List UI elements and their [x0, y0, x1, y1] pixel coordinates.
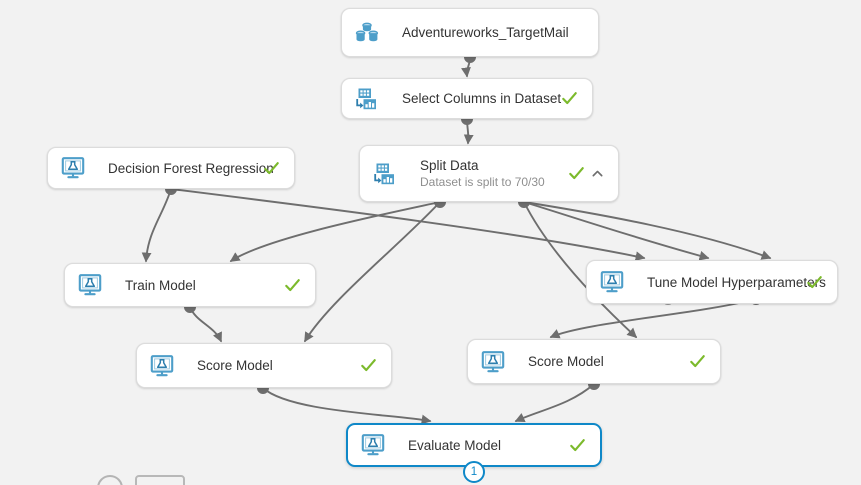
node-status-area	[360, 357, 377, 374]
edge-decision-forest-to-train-model[interactable]	[141, 188, 172, 263]
data-transform-icon	[372, 161, 409, 187]
node-status-area	[284, 277, 301, 294]
node-evaluate-model[interactable]: Evaluate Model	[346, 423, 602, 467]
node-title: Decision Forest Regression	[108, 160, 274, 176]
edge-score-left-to-evaluate[interactable]	[262, 387, 432, 425]
edge-split-1-to-train-model[interactable]	[229, 201, 441, 262]
node-title: Train Model	[125, 277, 196, 293]
edge-train-model-to-score-left[interactable]	[189, 306, 222, 343]
check-icon	[360, 357, 377, 374]
edge-select-columns-to-split-data[interactable]	[463, 118, 474, 145]
data-transform-icon	[354, 86, 391, 112]
node-labels: Decision Forest Regression	[108, 160, 274, 177]
model-flask-icon	[599, 269, 636, 295]
node-labels: Evaluate Model	[408, 437, 559, 454]
check-icon	[561, 90, 578, 107]
edge-split-2-to-tune-model-b[interactable]	[523, 201, 772, 260]
node-status-area	[263, 160, 280, 177]
node-title: Evaluate Model	[408, 437, 502, 453]
check-icon	[568, 165, 585, 182]
edge-split-1-to-score-left[interactable]	[304, 201, 441, 343]
model-flask-icon	[360, 432, 397, 458]
dataset-cylinders-icon	[354, 20, 391, 46]
node-train-model[interactable]: Train Model	[64, 263, 316, 307]
model-flask-icon	[480, 349, 517, 375]
node-labels: Tune Model Hyperparameters	[647, 274, 826, 291]
edge-score-right-to-evaluate[interactable]	[514, 383, 595, 422]
check-icon	[284, 277, 301, 294]
node-labels: Score Model	[197, 357, 350, 374]
node-adventureworks-targetmail[interactable]: Adventureworks_TargetMail	[341, 8, 599, 57]
node-title: Split Data	[420, 158, 479, 173]
node-labels: Adventureworks_TargetMail	[402, 24, 574, 41]
node-status-area	[569, 437, 586, 454]
edge-dataset-to-select-columns[interactable]	[461, 56, 471, 78]
node-subtitle: Dataset is split to 70/30	[420, 175, 545, 189]
node-title: Select Columns in Dataset	[402, 91, 562, 106]
model-flask-icon	[149, 353, 186, 379]
node-status-area	[561, 90, 578, 107]
node-labels: Select Columns in Dataset	[402, 90, 562, 107]
node-select-columns-in-dataset[interactable]: Select Columns in Dataset	[341, 78, 593, 119]
model-flask-icon	[60, 155, 97, 181]
node-decision-forest-regression[interactable]: Decision Forest Regression	[47, 147, 295, 189]
node-labels: Score Model	[528, 353, 679, 370]
edge-tune-model-to-score-right[interactable]	[549, 298, 757, 339]
partially-visible-node-bottom-left[interactable]: Ab	[88, 466, 268, 485]
check-icon	[263, 160, 280, 177]
node-labels: Train Model	[125, 277, 274, 294]
check-icon	[689, 353, 706, 370]
node-status-area	[806, 274, 823, 291]
node-score-model-left[interactable]: Score Model	[136, 343, 392, 388]
node-status-area	[689, 353, 706, 370]
node-comment-badge[interactable]: 1	[463, 461, 485, 483]
node-title: Score Model	[528, 354, 604, 369]
node-status-area	[568, 165, 604, 182]
chevron-up-icon[interactable]	[591, 167, 604, 180]
node-title: Tune Model Hyperparameters	[647, 274, 826, 290]
node-score-model-right[interactable]: Score Model	[467, 339, 721, 384]
check-icon	[569, 437, 586, 454]
edge-split-2-to-tune-model[interactable]	[523, 201, 710, 261]
node-tune-model-hyperparameters[interactable]: Tune Model Hyperparameters	[586, 260, 838, 304]
check-icon	[806, 274, 823, 291]
node-title: Score Model	[197, 358, 273, 373]
node-title: Adventureworks_TargetMail	[402, 25, 569, 40]
svg-text:Ab: Ab	[200, 483, 217, 485]
model-flask-icon	[77, 272, 114, 298]
